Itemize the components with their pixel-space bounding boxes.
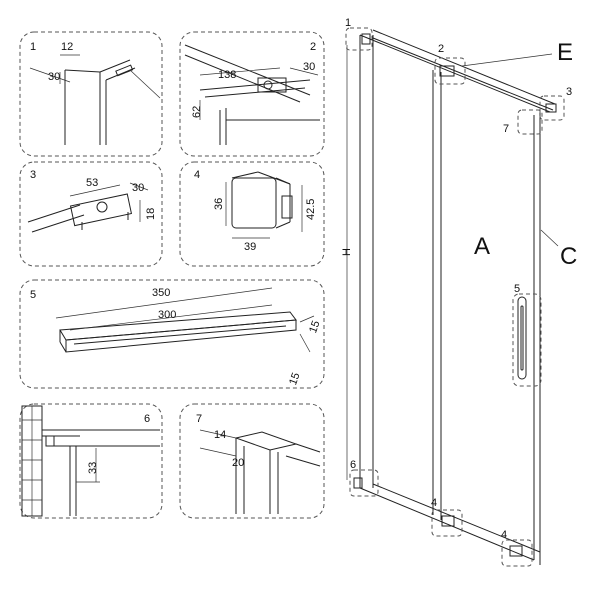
- detail-7-dim-width: 14: [214, 429, 226, 441]
- detail-4-panel: 4 36 42.5 39: [179, 161, 325, 267]
- label-a: A: [474, 233, 490, 260]
- detail-1-dim-width: 12: [61, 41, 73, 53]
- callout-6: 6: [350, 459, 356, 471]
- detail-3-number: 3: [30, 169, 36, 181]
- detail-5-dim-slot-length: 300: [158, 309, 176, 321]
- callout-3: 3: [566, 86, 572, 98]
- detail-3-dim-length: 53: [86, 177, 98, 189]
- detail-4-dim-width: 39: [244, 241, 256, 253]
- callout-1: 1: [345, 17, 351, 29]
- detail-7-panel: 7 14 20: [179, 403, 325, 519]
- detail-2-dim-height: 62: [191, 106, 203, 118]
- detail-2-panel: 2 138 30 62: [179, 31, 325, 157]
- detail-4-dim-height: 36: [213, 198, 225, 210]
- callout-2: 2: [438, 43, 444, 55]
- detail-4-dim-total-height: 42.5: [305, 199, 317, 220]
- detail-2-dim-depth: 30: [303, 61, 315, 73]
- detail-5-dim-total-length: 350: [152, 287, 170, 299]
- detail-5-dim-width: 15: [307, 319, 322, 335]
- callout-4b: 4: [501, 529, 507, 541]
- label-h: H: [341, 248, 353, 256]
- label-c: C: [560, 243, 577, 270]
- detail-5-dim-height: 15: [287, 371, 302, 387]
- detail-4-number: 4: [194, 169, 200, 181]
- detail-1-dim-depth: 30: [48, 71, 60, 83]
- detail-2-dim-length: 138: [218, 69, 236, 81]
- detail-1-number: 1: [30, 41, 36, 53]
- detail-3-panel: 3 53 30 18: [19, 161, 163, 267]
- callout-5: 5: [514, 283, 520, 295]
- detail-3-dim-height: 18: [145, 208, 157, 220]
- label-e: E: [557, 39, 573, 66]
- detail-6-number: 6: [144, 413, 150, 425]
- detail-6-panel: 6 33: [19, 403, 163, 519]
- detail-3-dim-depth: 30: [132, 182, 144, 194]
- detail-7-number: 7: [196, 413, 202, 425]
- detail-6-dim-height: 33: [87, 462, 99, 474]
- detail-2-number: 2: [310, 41, 316, 53]
- detail-7-dim-depth: 20: [232, 457, 244, 469]
- detail-5-panel: 5 350 300 15 15: [19, 279, 325, 389]
- detail-5-number: 5: [30, 289, 36, 301]
- detail-1-panel: 1 12 30: [19, 31, 163, 157]
- main-door-assembly: H: [341, 17, 577, 567]
- callout-7: 7: [503, 123, 509, 135]
- callout-4a: 4: [431, 497, 437, 509]
